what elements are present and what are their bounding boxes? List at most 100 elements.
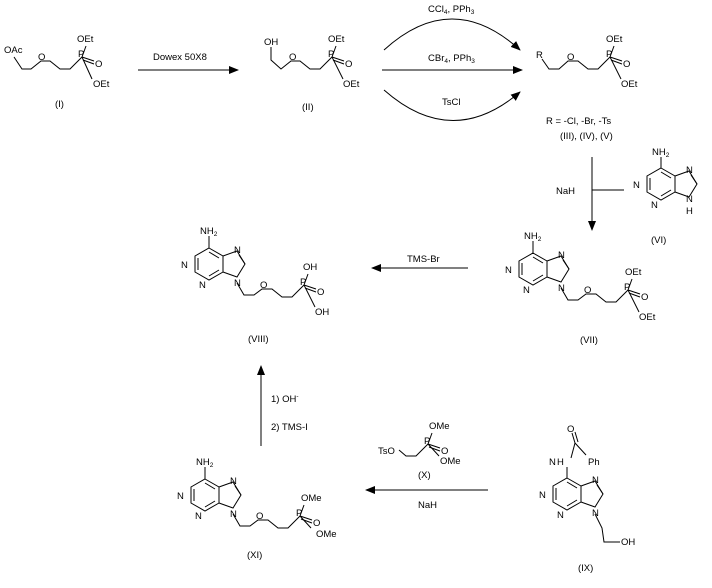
compound-I-oet-top: OEt	[77, 34, 94, 45]
compound-III-label: (III), (IV), (V)	[560, 131, 613, 142]
reagent-step3: NaH	[556, 186, 575, 197]
compound-IX-chain	[594, 513, 620, 543]
compound-I-p-o-double	[82, 59, 95, 65]
arrow-step2a	[383, 18, 521, 51]
arrow-step2c	[383, 89, 521, 121]
compound-I-p-o	[81, 56, 95, 62]
compound-I-p: P	[78, 49, 84, 60]
compound-III-oxo: O	[623, 59, 630, 70]
compound-IX-oh: OH	[621, 537, 635, 548]
compound-I-label: (I)	[55, 99, 64, 110]
compound-I: OAc O P O OEt OEt (I)	[4, 34, 110, 110]
compound-XI-p-ome1	[299, 504, 305, 517]
compound-III-p-o-double	[610, 59, 623, 65]
compound-VI-label: (VI)	[651, 235, 666, 246]
compound-II-label: (II)	[302, 102, 314, 113]
compound-VI-db1	[660, 171, 672, 179]
compound-I-p-oet2	[81, 56, 93, 80]
compound-VII-n9: N	[558, 283, 565, 294]
compound-X-chain	[398, 443, 429, 457]
compound-VIII-db2	[208, 269, 220, 277]
compound-VI-n3: N	[651, 200, 658, 211]
compound-VIII-p: P	[300, 277, 306, 288]
compound-X-p: P	[424, 436, 430, 447]
compound-X-label: (X)	[418, 470, 431, 481]
compound-XI-n1: N	[177, 491, 184, 502]
compound-XI-chain	[232, 513, 301, 529]
r-group-definition: R = -Cl, -Br, -Ts	[546, 116, 611, 127]
compound-X-p-ome1	[427, 432, 433, 445]
compound-VII-ether-o: O	[584, 285, 591, 296]
compound-IX-nh-c	[570, 442, 576, 459]
compound-XI-ether-o: O	[256, 511, 263, 522]
compound-IX: O N H Ph N N N N OH (IX)	[539, 424, 635, 574]
compound-XI-p-o	[299, 515, 313, 521]
compound-II-ether-o: O	[289, 52, 296, 63]
compound-IX-c-o-double	[574, 431, 579, 443]
compound-IX-n7: N	[592, 475, 599, 486]
compound-IX-ph: Ph	[588, 457, 600, 468]
compound-VII-db4	[562, 259, 570, 270]
compound-X-ome-top: OMe	[429, 421, 450, 432]
compound-VII-chain	[560, 287, 629, 303]
compound-VII-oet-top: OEt	[625, 267, 642, 278]
compound-IX-db2	[566, 499, 578, 507]
compound-VIII-p-o-double	[304, 287, 317, 293]
compound-XI-n3: N	[195, 511, 202, 522]
compound-II-p-oet2	[331, 56, 344, 80]
compound-VI-db4	[690, 174, 698, 185]
compound-VII-p-oet2	[627, 289, 640, 313]
compound-VII-oxo: O	[641, 292, 648, 303]
compound-III-chain	[541, 56, 611, 70]
compound-VIII-oxo: O	[317, 287, 324, 298]
compound-VII-n7: N	[558, 250, 565, 261]
compound-XI-p: P	[296, 508, 302, 519]
compound-II-chain	[270, 47, 333, 70]
compound-IX-amide-h: H	[557, 457, 564, 468]
compound-X-oxo: O	[441, 446, 448, 457]
compound-XI-label: (XI)	[247, 550, 262, 561]
compound-XI-pyrimidine	[190, 478, 220, 512]
compound-VIII-p-oh2	[303, 284, 316, 308]
reagent-step2c: TsCl	[442, 97, 460, 108]
compound-X-p-o	[427, 443, 441, 449]
compound-VI-nh2: NH2	[652, 147, 670, 159]
compound-I-oet-bottom: OEt	[93, 79, 110, 90]
compound-VIII: NH2 N N N N O P O OH OH (VIII)	[181, 226, 329, 345]
reagent-step2a: CCl4, PPh3	[428, 4, 475, 16]
compound-IX-carbonyl-o: O	[567, 424, 574, 435]
compound-IX-n1: N	[539, 490, 546, 501]
compound-XI-n7: N	[230, 476, 237, 487]
compound-VII-db1	[532, 256, 544, 264]
compound-XI-nh2: NH2	[196, 457, 214, 469]
compound-VI-n9: N	[686, 194, 693, 205]
compound-VI-pyrimidine	[646, 167, 676, 201]
compound-VIII-nh2: NH2	[200, 226, 218, 238]
compound-VIII-n1: N	[181, 260, 188, 271]
compound-X-ome-bottom: OMe	[440, 456, 461, 467]
compound-II-p-o	[331, 56, 345, 62]
compound-X-tso: TsO	[378, 446, 395, 457]
compound-VIII-pyrimidine	[194, 247, 224, 281]
compound-II-p: P	[328, 49, 334, 60]
compound-XI-ome-top: OMe	[301, 493, 322, 504]
compound-II-p-oet1	[331, 45, 337, 58]
compound-VIII-db1	[208, 251, 220, 259]
compound-VII-p: P	[624, 282, 630, 293]
compound-VIII-oh-top: OH	[303, 262, 317, 273]
compound-XI-db1	[204, 482, 216, 490]
compound-III-p-oet2	[609, 56, 622, 80]
compound-X: TsO P O OMe OMe (X)	[378, 421, 461, 481]
compound-XI-p-ome2	[299, 515, 312, 529]
compound-I-chain	[13, 56, 83, 70]
compound-XI-n9: N	[230, 509, 237, 520]
compound-VIII-db4	[238, 254, 246, 265]
compound-III-r: R	[536, 50, 543, 61]
compound-II-oh: OH	[264, 37, 278, 48]
compound-VII-p-oet1	[627, 278, 633, 291]
compound-III-V: R O P O OEt OEt R = -Cl, -Br, -Ts (III),…	[536, 34, 638, 142]
compound-III-ether-o: O	[567, 52, 574, 63]
compound-VI-db2	[660, 189, 672, 197]
